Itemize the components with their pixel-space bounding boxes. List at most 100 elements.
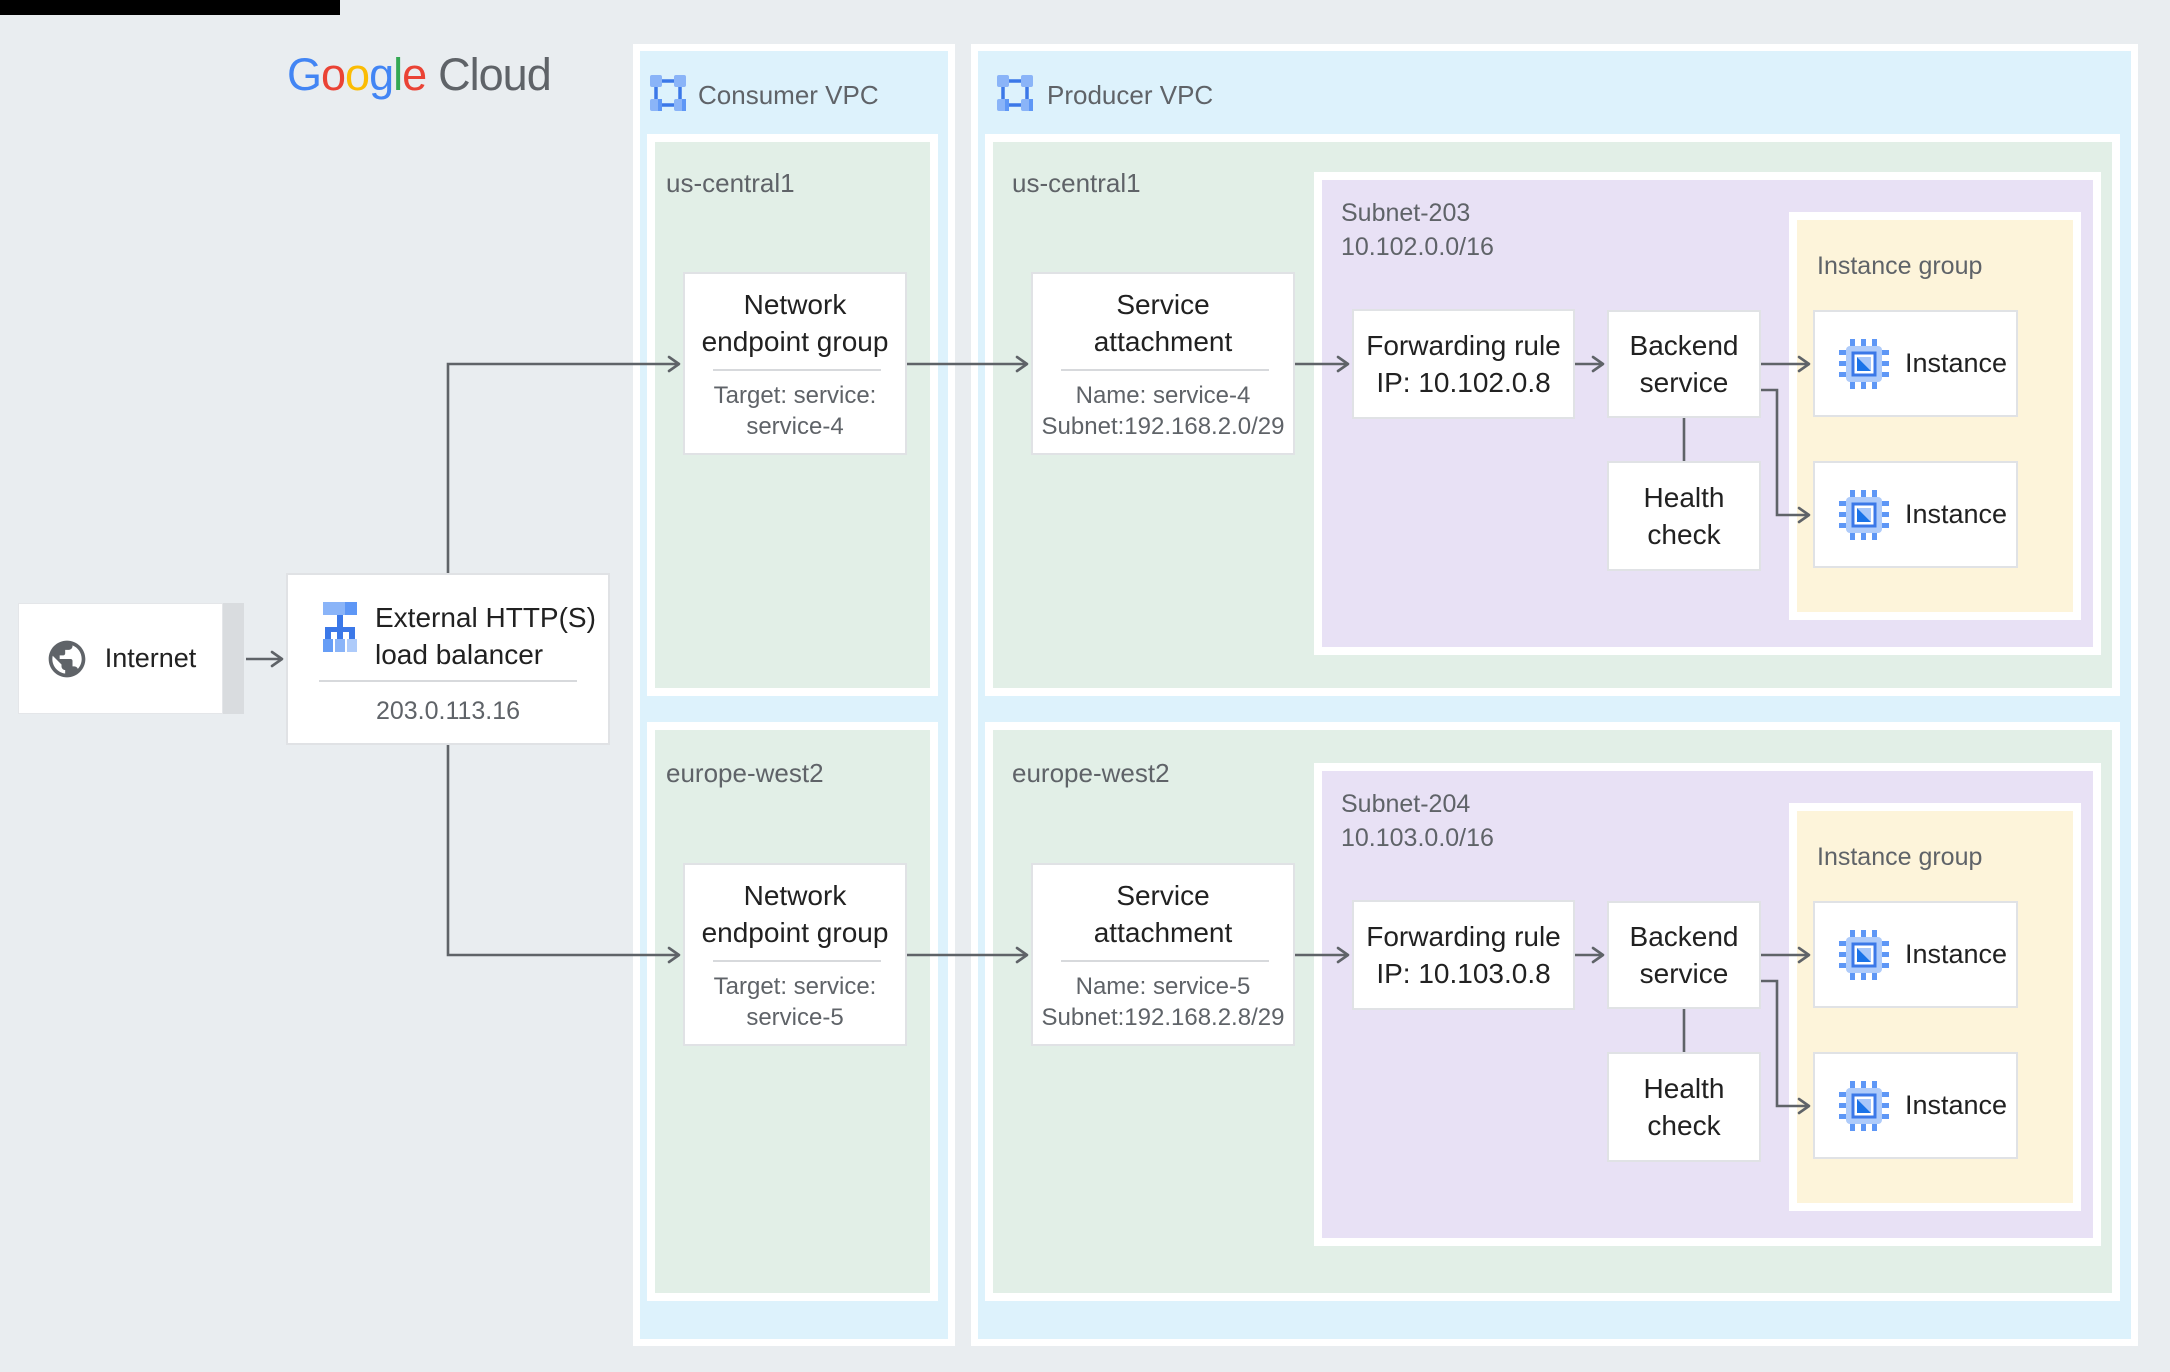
card-divider xyxy=(713,368,881,371)
producer-vpc-label: Producer VPC xyxy=(1047,80,1214,110)
card-divider xyxy=(1061,368,1269,371)
internet-node: Internet xyxy=(18,603,223,714)
service-attachment-detail: Name: service-4 Subnet:192.168.2.0/29 xyxy=(1042,380,1285,442)
internet-label: Internet xyxy=(104,643,197,673)
logo-letter: G xyxy=(287,49,322,100)
forwarding-rule-line: IP: 10.103.0.8 xyxy=(1376,958,1551,989)
forwarding-rule-line: Forwarding rule xyxy=(1366,330,1561,361)
subnet-label: Subnet-203 10.102.0.0/16 xyxy=(1341,196,1494,264)
instance-group-label: Instance group xyxy=(1817,252,1983,280)
sa-detail-line: Subnet:192.168.2.8/29 xyxy=(1041,1003,1285,1031)
neg-detail-line: service-4 xyxy=(746,412,844,440)
logo-cloud-word: Cloud xyxy=(438,49,552,100)
health-check-title: Health check xyxy=(1644,1070,1725,1144)
backend-service-card: Backend service xyxy=(1607,310,1761,418)
sa-title-line: Service xyxy=(1116,879,1210,911)
health-check-card: Health check xyxy=(1607,1052,1761,1162)
load-balancer-ip: 203.0.113.16 xyxy=(375,697,521,725)
subnet-label: Subnet-204 10.103.0.0/16 xyxy=(1341,787,1494,855)
health-check-card: Health check xyxy=(1607,461,1761,571)
sa-detail-line: Subnet:192.168.2.0/29 xyxy=(1041,412,1285,440)
vpc-icon xyxy=(650,75,686,111)
card-divider xyxy=(1061,959,1269,962)
instance-label: Instance xyxy=(1905,939,2008,969)
sa-title-line: attachment xyxy=(1093,325,1233,357)
subnet-name: Subnet-203 xyxy=(1341,199,1471,227)
network-endpoint-group-card: Network endpoint group Target: service: … xyxy=(683,272,907,455)
service-attachment-title: Service attachment xyxy=(1094,877,1233,951)
backend-service-title: Backend service xyxy=(1630,327,1739,401)
forwarding-rule-title: Forwarding rule IP: 10.103.0.8 xyxy=(1366,918,1561,992)
subnet-name: Subnet-204 xyxy=(1341,790,1471,818)
compute-instance-icon xyxy=(1839,489,1889,540)
load-balancer-title-line1: External HTTP(S) xyxy=(375,602,596,633)
load-balancer-title-line2: load balancer xyxy=(375,639,544,670)
neg-title-line: Network xyxy=(743,288,847,320)
network-endpoint-group-card: Network endpoint group Target: service: … xyxy=(683,863,907,1046)
neg-title-line: Network xyxy=(743,879,847,911)
subnet-cidr: 10.102.0.0/16 xyxy=(1341,233,1494,261)
vpc-icon xyxy=(997,75,1033,111)
sa-detail-line: Name: service-4 xyxy=(1075,381,1251,409)
forwarding-rule-line: IP: 10.102.0.8 xyxy=(1376,367,1551,398)
sa-title-line: Service xyxy=(1116,288,1210,320)
logo-letter: o xyxy=(321,49,346,100)
region-label: us-central1 xyxy=(666,168,795,198)
health-check-line: check xyxy=(1647,1110,1721,1141)
instance-label: Instance xyxy=(1905,348,2008,378)
instance-card: Instance xyxy=(1813,310,2018,417)
load-balancer-title: External HTTP(S) load balancer xyxy=(375,599,596,673)
forwarding-rule-card: Forwarding rule IP: 10.103.0.8 xyxy=(1352,900,1575,1010)
forwarding-rule-title: Forwarding rule IP: 10.102.0.8 xyxy=(1366,327,1561,401)
neg-detail: Target: service: service-4 xyxy=(714,380,877,442)
service-attachment-card: Service attachment Name: service-4 Subne… xyxy=(1031,272,1295,455)
backend-service-line: Backend xyxy=(1629,921,1739,952)
logo-letter: l xyxy=(393,49,403,100)
neg-detail-line: Target: service: xyxy=(713,972,877,1000)
neg-title-line: endpoint group xyxy=(701,325,889,357)
neg-detail: Target: service: service-5 xyxy=(714,971,877,1033)
card-divider xyxy=(713,959,881,962)
region-label: europe-west2 xyxy=(666,758,824,788)
neg-title: Network endpoint group xyxy=(702,286,889,360)
instance-card: Instance xyxy=(1813,901,2018,1008)
forwarding-rule-line: Forwarding rule xyxy=(1366,921,1561,952)
backend-service-line: Backend xyxy=(1629,330,1739,361)
backend-service-card: Backend service xyxy=(1607,901,1761,1009)
neg-detail-line: Target: service: xyxy=(713,381,877,409)
instance-card: Instance xyxy=(1813,1052,2018,1159)
compute-instance-icon xyxy=(1839,338,1889,389)
instance-label: Instance xyxy=(1905,1090,2008,1120)
instance-label: Instance xyxy=(1905,499,2008,529)
sa-detail-line: Name: service-5 xyxy=(1075,972,1251,1000)
health-check-line: check xyxy=(1647,519,1721,550)
backend-service-line: service xyxy=(1639,367,1729,398)
compute-instance-icon xyxy=(1839,1080,1889,1131)
logo-letter: g xyxy=(369,49,394,100)
health-check-title: Health check xyxy=(1644,479,1725,553)
sa-title-line: attachment xyxy=(1093,916,1233,948)
top-black-bar xyxy=(0,0,340,15)
consumer-vpc-label: Consumer VPC xyxy=(698,80,879,110)
forwarding-rule-card: Forwarding rule IP: 10.102.0.8 xyxy=(1352,309,1575,419)
load-balancer-card: External HTTP(S) load balancer 203.0.113… xyxy=(286,573,610,745)
google-cloud-logo: G o o g l e Cloud xyxy=(287,48,552,102)
card-divider xyxy=(319,680,577,682)
compute-instance-icon xyxy=(1839,929,1889,980)
service-attachment-title: Service attachment xyxy=(1094,286,1233,360)
neg-title: Network endpoint group xyxy=(702,877,889,951)
load-balancer-icon xyxy=(323,602,357,652)
subnet-cidr: 10.103.0.0/16 xyxy=(1341,824,1494,852)
region-label: us-central1 xyxy=(1012,168,1141,198)
globe-icon xyxy=(48,640,86,677)
service-attachment-detail: Name: service-5 Subnet:192.168.2.8/29 xyxy=(1042,971,1285,1033)
neg-detail-line: service-5 xyxy=(746,1003,844,1031)
instance-group-label: Instance group xyxy=(1817,843,1983,871)
health-check-line: Health xyxy=(1643,1073,1725,1104)
service-attachment-card: Service attachment Name: service-5 Subne… xyxy=(1031,863,1295,1046)
neg-title-line: endpoint group xyxy=(701,916,889,948)
logo-letter: e xyxy=(402,49,427,100)
logo-letter: o xyxy=(345,49,370,100)
instance-card: Instance xyxy=(1813,461,2018,568)
